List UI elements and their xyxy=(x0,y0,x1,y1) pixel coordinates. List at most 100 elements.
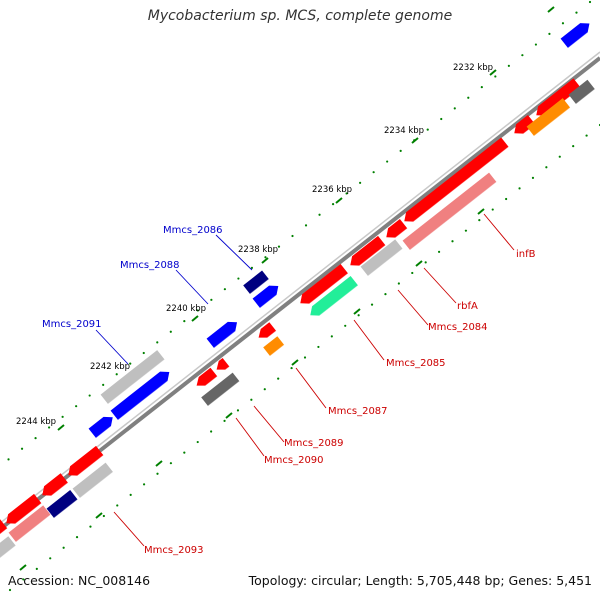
cds-mmcs-2094[interactable] xyxy=(42,473,69,496)
scale-ticks xyxy=(19,6,555,571)
gene-mmcs-2079-dark[interactable] xyxy=(568,79,595,104)
guide-dot xyxy=(62,546,65,549)
guide-dot xyxy=(330,335,333,338)
cds-infb-edge xyxy=(395,228,408,239)
guide-dot xyxy=(250,266,254,270)
gene-mmcs-2089-red-edge xyxy=(205,376,218,387)
guide-dot xyxy=(558,155,561,158)
guide-dot xyxy=(223,288,226,291)
guide-dot xyxy=(88,394,91,397)
gene-mmcs-2089-red[interactable] xyxy=(196,367,218,386)
gene-label-mmcs-2084[interactable]: Mmcs_2084 xyxy=(428,322,488,333)
gene-label-mmcs-2089[interactable]: Mmcs_2089 xyxy=(284,438,344,449)
gene-mmcs-2091-gray[interactable] xyxy=(100,350,165,404)
guide-dot xyxy=(585,134,588,137)
gene-mmcs-2097-gray[interactable] xyxy=(0,536,16,558)
guide-dot xyxy=(331,202,335,206)
cds-mmcs-2092-blue-edge xyxy=(95,425,112,439)
guide-dot xyxy=(223,419,226,423)
callout-line-mmcs-2087 xyxy=(295,367,327,409)
guide-dot xyxy=(370,303,374,306)
guide-dot xyxy=(210,430,213,433)
gene-rbfa-gray[interactable] xyxy=(360,239,403,276)
gene-mmcs-2093-navy[interactable] xyxy=(46,490,78,518)
guide-dot xyxy=(264,256,267,259)
cds-mmcs-2096[interactable] xyxy=(0,519,8,538)
tick-mark xyxy=(191,315,199,322)
cds-mmcs-2078[interactable] xyxy=(560,23,590,48)
cds-mmcs-2091-blue[interactable] xyxy=(110,371,170,420)
gene-mmcs-2089b-red[interactable] xyxy=(216,357,230,370)
gene-label-mmcs-2085[interactable]: Mmcs_2085 xyxy=(386,358,446,369)
tick-label: 2236 kbp xyxy=(312,185,352,195)
cds-rbfa[interactable] xyxy=(350,235,386,266)
cds-mmcs-2092[interactable] xyxy=(6,493,42,524)
guide-dot xyxy=(561,22,565,25)
tick-mark xyxy=(19,564,27,571)
cds-mmcs-2084-red[interactable] xyxy=(300,263,349,304)
guide-dot xyxy=(142,351,145,355)
gene-mmcs-2093-navy-edge xyxy=(53,499,78,519)
cds-rbfa-edge xyxy=(359,244,386,267)
tick-mark xyxy=(95,512,103,519)
tick-mark xyxy=(261,257,269,264)
callout-line-mmcs-2084 xyxy=(397,289,429,326)
gene-mmcs-2080-orange-edge xyxy=(533,107,571,137)
gene-label-infb[interactable]: infB xyxy=(516,249,536,260)
cds-mmcs-2088[interactable] xyxy=(206,321,238,348)
guide-dot xyxy=(102,383,105,387)
guide-dot xyxy=(491,208,494,211)
gene-mmcs-2080-orange[interactable] xyxy=(526,98,571,136)
cds-mmcs-2086-navy[interactable] xyxy=(243,270,269,294)
gene-mmcs-2090-dark-edge xyxy=(207,380,240,407)
tick-mark xyxy=(477,208,485,215)
guide-dot xyxy=(303,356,307,359)
guide-dot xyxy=(451,240,454,243)
gene-label-mmcs-2093[interactable]: Mmcs_2093 xyxy=(144,545,204,556)
gene-mmcs-2079-dark-edge xyxy=(575,88,596,105)
tick-mark xyxy=(353,308,361,315)
gene-mmcs-2087-orange[interactable] xyxy=(263,336,285,356)
gene-label-mmcs-2090[interactable]: Mmcs_2090 xyxy=(264,455,324,466)
guide-dot xyxy=(304,224,308,227)
guide-dot xyxy=(518,187,521,190)
cds-mmcs-2080[interactable] xyxy=(536,78,581,116)
genome-summary-text: Topology: circular; Length: 5,705,448 bp… xyxy=(248,573,592,588)
guide-dot xyxy=(494,75,497,78)
guide-dot xyxy=(8,588,12,592)
gene-mmcs-2085-green[interactable] xyxy=(310,275,359,316)
tick-mark xyxy=(225,412,233,419)
cds-mmcs-2086[interactable] xyxy=(252,285,279,308)
guide-dot xyxy=(372,171,375,174)
guide-dot xyxy=(440,117,443,121)
cds-mmcs-2096-edge xyxy=(0,528,8,535)
guide-dot xyxy=(196,440,199,444)
cds-mmcs-2095[interactable] xyxy=(68,445,104,476)
gene-label-mmcs-2088[interactable]: Mmcs_2088 xyxy=(120,260,180,271)
cds-infb[interactable] xyxy=(386,218,408,238)
tick-label: 2238 kbp xyxy=(238,245,278,255)
guide-dot xyxy=(399,149,402,153)
gene-mmcs-2087-red[interactable] xyxy=(258,322,277,338)
tick-mark xyxy=(335,197,343,204)
gene-label-rbfa[interactable]: rbfA xyxy=(457,301,478,312)
gene-label-mmcs-2087[interactable]: Mmcs_2087 xyxy=(328,406,388,417)
gene-label-mmcs-2091[interactable]: Mmcs_2091 xyxy=(42,319,102,330)
cds-mmcs-2092-blue[interactable] xyxy=(88,416,113,438)
guide-dot xyxy=(531,176,535,179)
gene-label-mmcs-2086[interactable]: Mmcs_2086 xyxy=(163,225,223,236)
guide-dot xyxy=(505,197,508,201)
callout-lines xyxy=(95,213,515,547)
cds-mmcs-2091-blue-edge xyxy=(117,380,168,421)
gene-mmcs-2090-dark[interactable] xyxy=(201,372,240,406)
rna-infb[interactable] xyxy=(402,172,497,250)
rna-mmcs-2093[interactable] xyxy=(8,505,51,542)
cds-mmcs-2082[interactable] xyxy=(404,137,509,222)
guide-dot xyxy=(102,514,105,518)
tick-mark xyxy=(547,6,555,13)
guide-dot xyxy=(129,493,132,496)
gene-mmcs-2093-gray[interactable] xyxy=(72,462,114,498)
cds-mmcs-2081[interactable] xyxy=(514,114,536,134)
guide-dot xyxy=(572,145,575,148)
tick-label: 2244 kbp xyxy=(16,417,56,427)
